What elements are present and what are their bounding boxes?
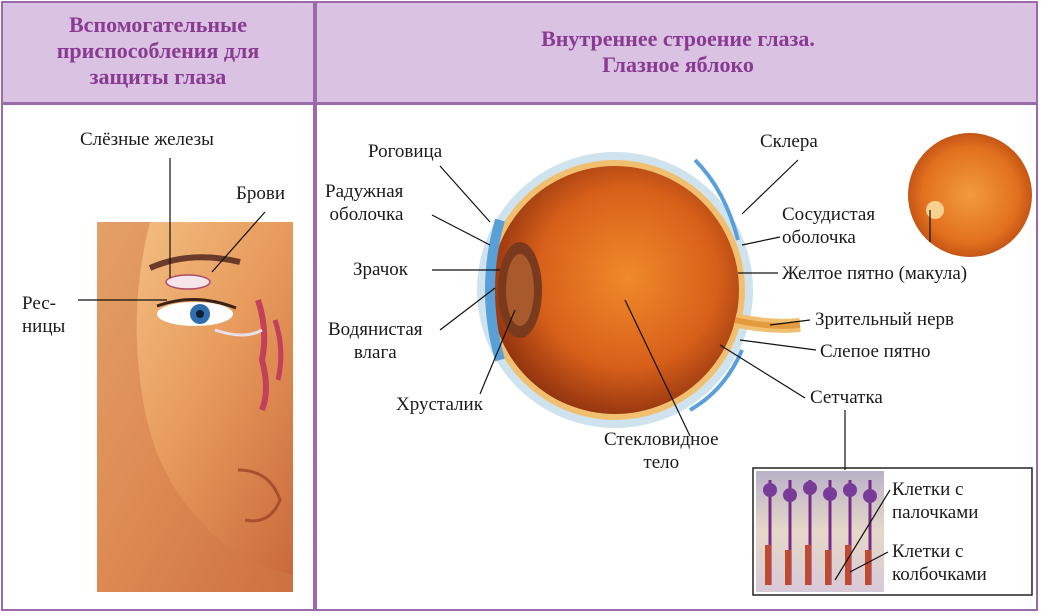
label-vitreous: Стекловидное тело	[604, 428, 719, 474]
label-choroid: Сосудистая оболочка	[782, 203, 875, 249]
label-tear-glands: Слёзные железы	[80, 128, 214, 151]
label-aqueous: Водянистая влага	[328, 318, 423, 364]
header-divider	[3, 102, 1036, 105]
label-rods: Клетки с палочками	[892, 478, 978, 524]
right-column-title: Внутреннее строение глаза. Глазное яблок…	[320, 26, 1036, 78]
label-cornea: Роговица	[368, 140, 442, 163]
label-pupil: Зрачок	[353, 258, 408, 281]
label-blind-spot: Слепое пятно	[820, 340, 931, 363]
label-cones: Клетки с колбочками	[892, 540, 987, 586]
column-divider	[313, 3, 317, 611]
label-lens: Хрусталик	[396, 393, 483, 416]
left-column-title: Вспомогательные приспособления для защит…	[6, 12, 310, 90]
label-retina: Сетчатка	[810, 386, 883, 409]
label-optic-nerve: Зрительный нерв	[815, 308, 954, 331]
label-macula: Желтое пятно (макула)	[782, 262, 967, 285]
label-eyelashes: Рес- ницы	[22, 292, 65, 338]
label-brows: Брови	[236, 182, 285, 205]
label-sclera: Склера	[760, 130, 818, 153]
label-iris: Радужная оболочка	[325, 180, 403, 226]
